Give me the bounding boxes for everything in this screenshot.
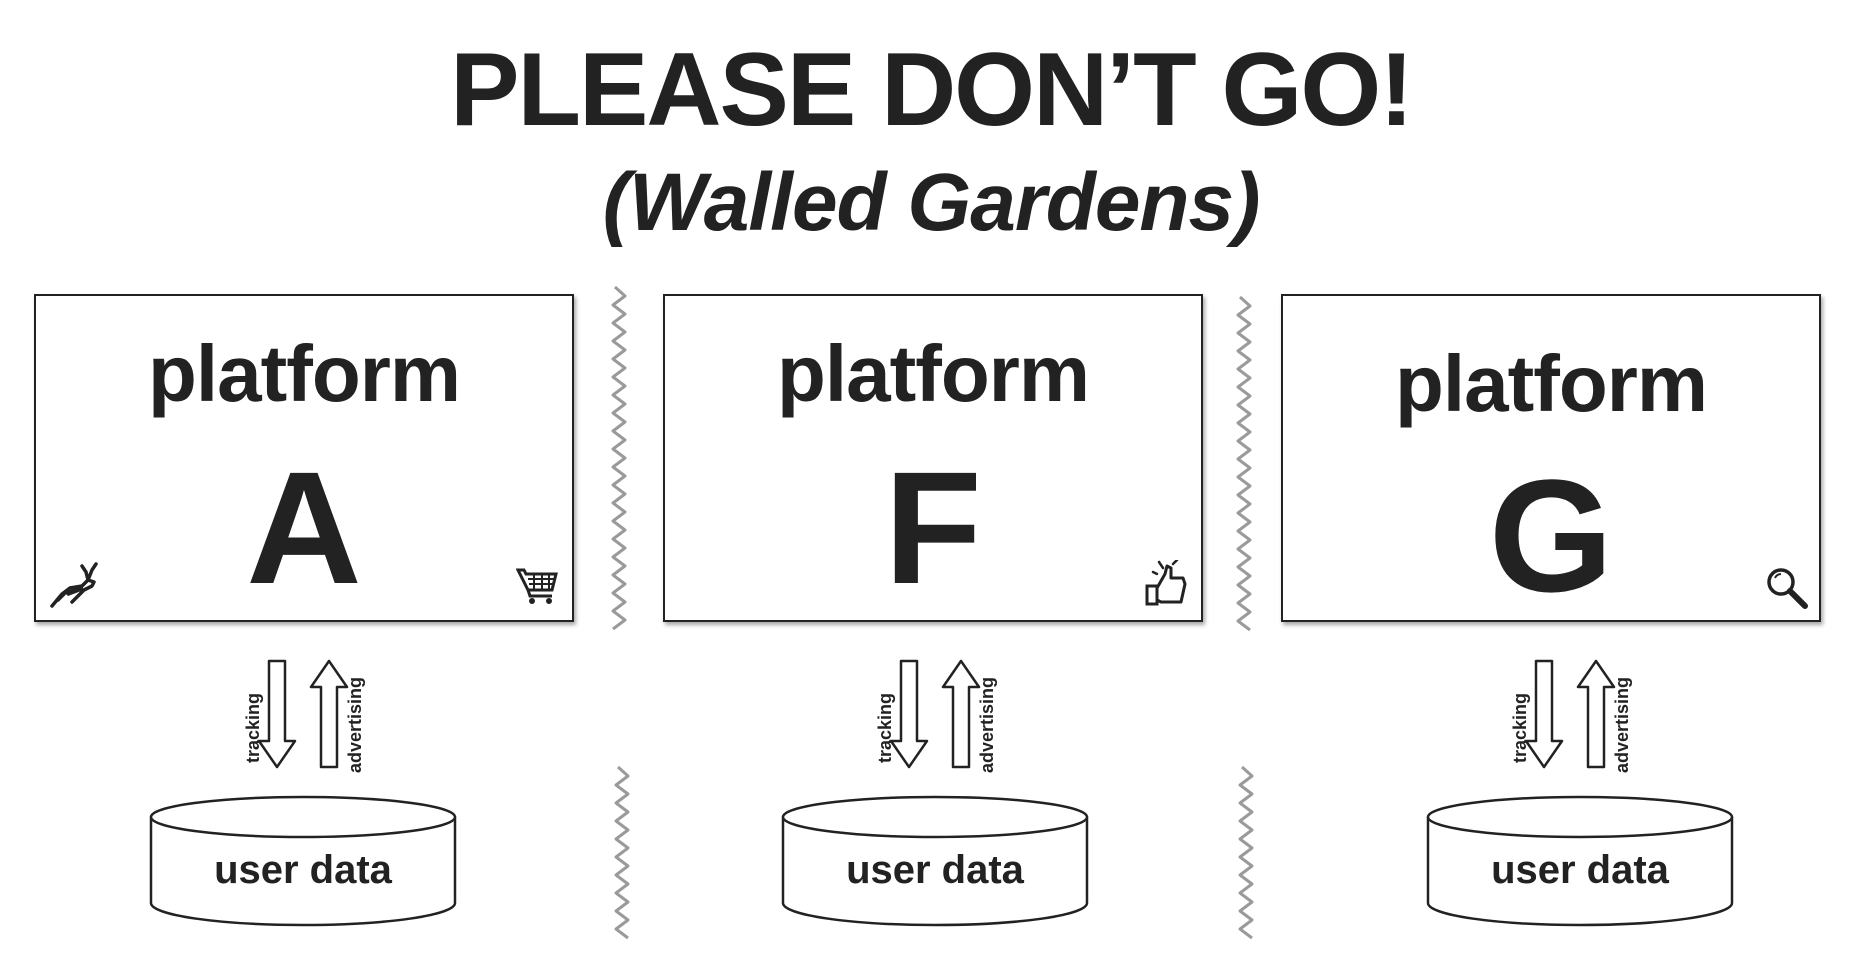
wall-zigzag <box>611 285 627 630</box>
database-cylinder-icon <box>1426 795 1734 927</box>
wall-zigzag <box>1236 295 1252 632</box>
down-arrow-icon <box>257 659 349 769</box>
down-arrow-icon <box>889 659 981 769</box>
zigzag-line <box>611 285 627 630</box>
page-subtitle: (Walled Gardens) <box>602 157 1261 248</box>
user-data-store-g: user data <box>1425 795 1735 930</box>
zigzag-line <box>1236 295 1252 632</box>
page-title: PLEASE DON’T GO! <box>450 32 1414 148</box>
flow-arrows-a: tracking advertising <box>235 655 385 775</box>
tracking-label: tracking <box>1510 692 1530 763</box>
user-data-store-f: user data <box>780 795 1090 930</box>
advertising-label: advertising <box>977 676 997 773</box>
platform-letter: G <box>1488 446 1614 625</box>
zigzag-line <box>1238 765 1254 940</box>
platform-word: platform <box>777 329 1090 418</box>
user-data-label: user data <box>1491 848 1669 892</box>
platform-letter: F <box>884 438 982 617</box>
magnifier-icon <box>1767 568 1808 609</box>
shopping-cart-icon <box>516 568 558 604</box>
tracking-label: tracking <box>243 692 263 763</box>
advertising-label: advertising <box>1612 676 1632 773</box>
tracking-label: tracking <box>875 692 895 763</box>
deer-icon <box>50 562 98 608</box>
database-cylinder-icon <box>149 795 457 927</box>
user-data-label: user data <box>214 848 392 892</box>
platform-letter: A <box>246 438 362 617</box>
flow-arrows-g: tracking advertising <box>1502 655 1652 775</box>
platform-f-box: platform F <box>663 294 1203 622</box>
thumbs-up-icon <box>1145 560 1187 606</box>
down-arrow-icon <box>1524 659 1616 769</box>
user-data-label: user data <box>846 848 1024 892</box>
database-cylinder-icon <box>781 795 1089 927</box>
platform-word: platform <box>148 329 461 418</box>
platform-word: platform <box>1395 339 1708 428</box>
platform-g-box: platform G <box>1281 294 1821 622</box>
advertising-label: advertising <box>345 676 365 773</box>
flow-arrows-f: tracking advertising <box>867 655 1017 775</box>
platform-a-box: platform A <box>34 294 574 622</box>
wall-zigzag <box>1238 765 1254 940</box>
zigzag-line <box>614 765 630 940</box>
user-data-store-a: user data <box>148 795 458 930</box>
wall-zigzag <box>614 765 630 940</box>
